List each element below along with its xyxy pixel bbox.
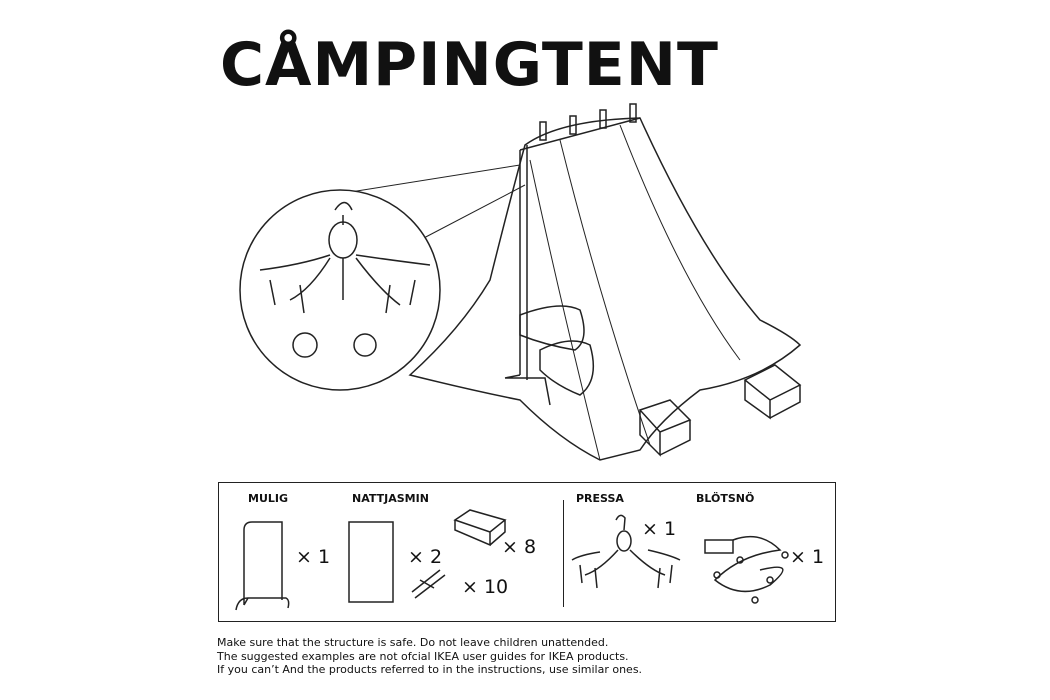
footer-line: The suggested examples are not ofcial IK…: [217, 649, 629, 663]
book-icon: [453, 509, 507, 547]
part-qty-nattjasmin: × 2: [408, 546, 443, 568]
footer-line: Make sure that the structure is safe. Do…: [217, 636, 609, 649]
page-title: CÅMPINGTENT: [220, 30, 719, 100]
part-qty-blotsno: × 1: [790, 546, 825, 568]
part-name-mulig: MULIG: [248, 492, 289, 505]
part-qty-pressa: × 1: [642, 518, 677, 540]
footer-line: If you can’t And the products referred t…: [217, 663, 643, 676]
parts-list: [218, 482, 836, 622]
part-qty-mulig: × 1: [296, 546, 331, 568]
detail-circle-hanger: [239, 189, 441, 391]
part-name-pressa: PRESSA: [576, 492, 624, 505]
part-name-nattjasmin: NATTJASMIN: [352, 492, 429, 505]
part-name-blotsno: BLÖTSNÖ: [696, 492, 755, 505]
string-lights-icon: [704, 535, 789, 604]
parts-divider: [563, 500, 564, 607]
book-left: [638, 399, 692, 457]
safety-notice: Make sure that the structure is safe. Do…: [217, 636, 642, 677]
book-right: [743, 364, 802, 420]
clothespin-icon: [411, 569, 446, 599]
sheet: [408, 117, 802, 461]
hanger-icon: [571, 514, 681, 589]
part-qty-book: × 8: [502, 536, 537, 558]
clothes-rack-icon: [235, 521, 290, 611]
sheet-icon: [348, 521, 394, 603]
part-qty-clothespin: × 10: [462, 576, 509, 598]
